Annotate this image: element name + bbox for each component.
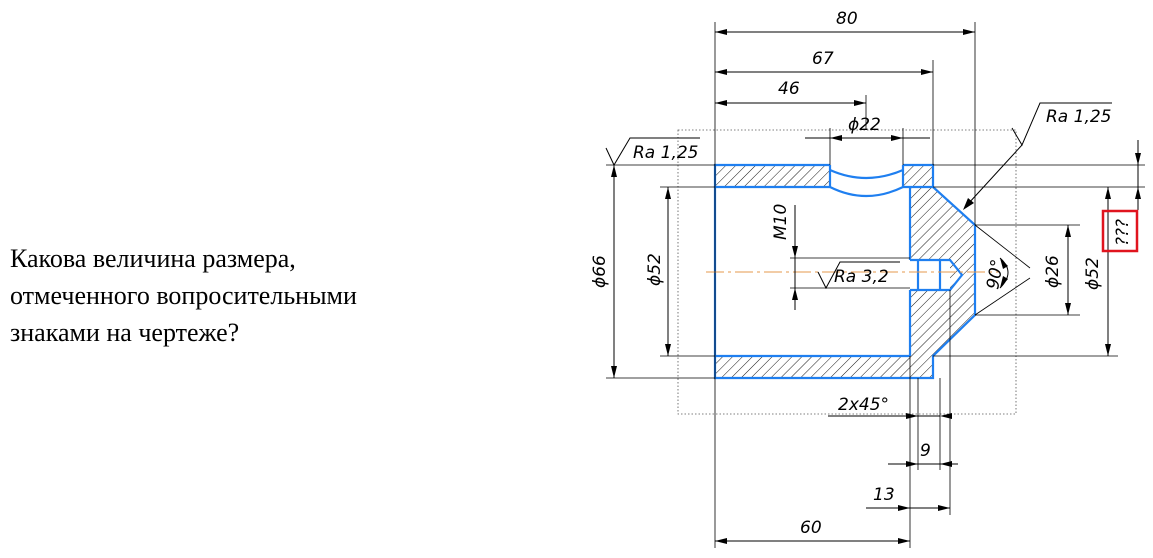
dim-46-label: 46 (778, 79, 800, 99)
dim-13-label: 13 (873, 485, 895, 505)
roughness-top-left-label: Ra 1,25 (633, 143, 699, 163)
question-text: Какова величина размера, отмеченного воп… (10, 240, 450, 351)
angle-90-label: 90° (983, 258, 1008, 291)
dim-26-label: ϕ26 (1043, 255, 1063, 288)
roughness-top-right-label: Ra 1,25 (1046, 107, 1112, 127)
view-frame (677, 129, 1017, 415)
extension-lines (606, 22, 1145, 548)
unknown-dimension-label: ??? (1113, 219, 1133, 246)
thread-m10-label: M10 (771, 204, 791, 240)
question-line-2: отмеченного вопросительными (10, 281, 357, 310)
dim-60-label: 60 (800, 518, 822, 538)
dim-52-left-label: ϕ52 (645, 253, 665, 286)
dimension-lines (613, 31, 1139, 542)
dim-9-label: 9 (920, 441, 931, 461)
dim-52-right-label: ϕ52 (1083, 257, 1103, 290)
section-hatching (715, 165, 975, 378)
dim-22-label: ϕ22 (848, 115, 881, 135)
chamfer-label: 2x45° (838, 395, 889, 415)
dim-66-label: ϕ66 (590, 255, 610, 288)
dim-67-label: 67 (812, 49, 834, 69)
unknown-dimension-highlight (1101, 209, 1139, 253)
question-line-3: знаками на чертеже? (10, 318, 240, 347)
roughness-hole-label: Ra 3,2 (834, 267, 889, 287)
question-line-1: Какова величина размера, (10, 244, 296, 273)
roughness-marks (605, 102, 1112, 290)
dim-80-label: 80 (836, 9, 858, 29)
dimension-labels: 80 67 46 ϕ22 ϕ66 ϕ52 M10 ϕ26 ϕ52 ??? 90°… (590, 9, 1133, 538)
